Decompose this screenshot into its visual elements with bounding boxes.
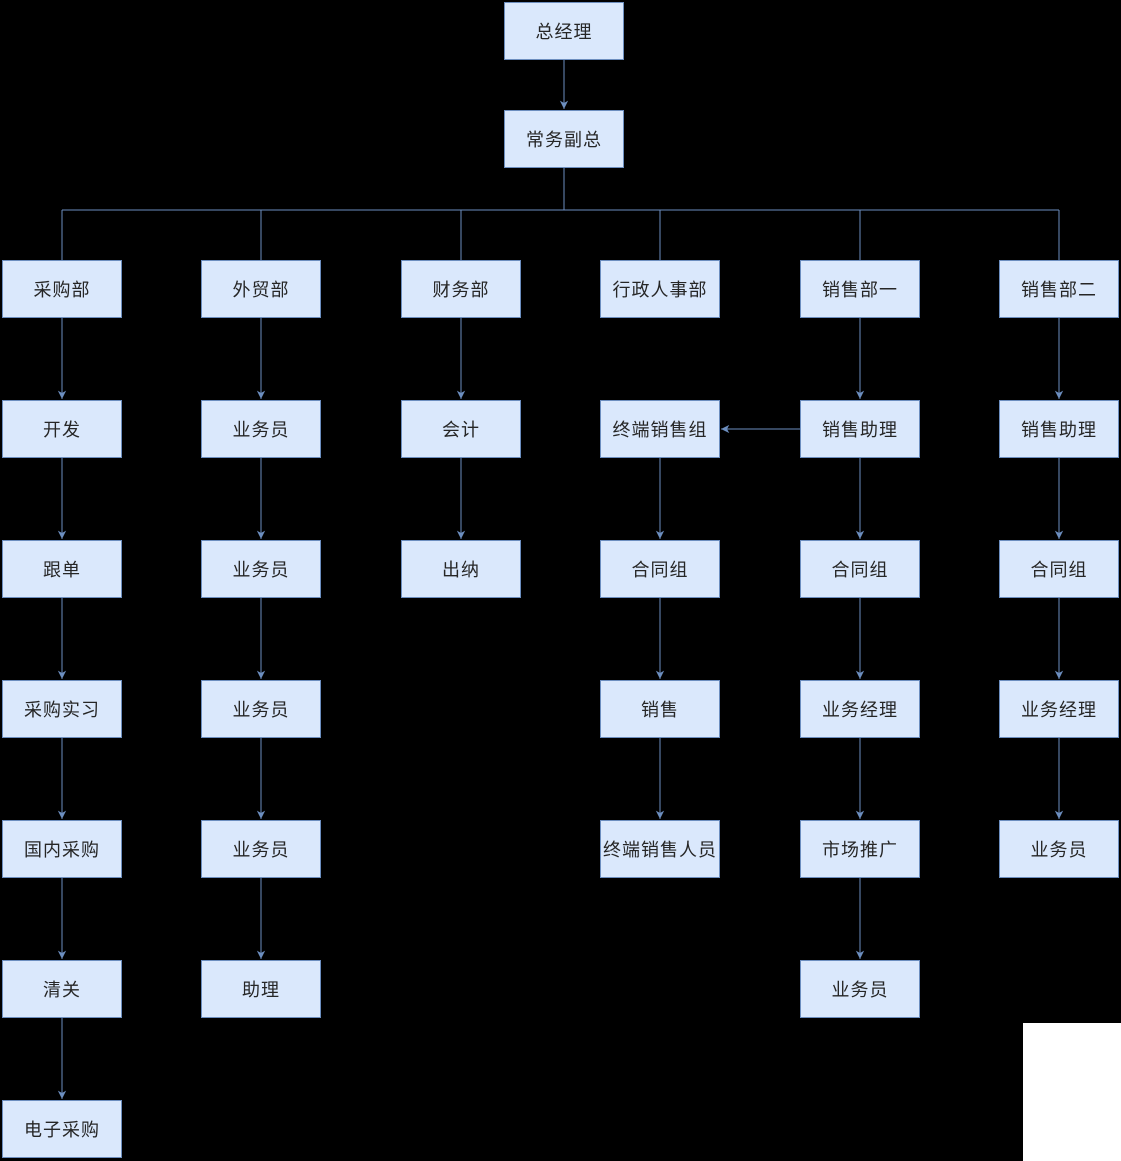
node-label: 销售助理 (1021, 420, 1097, 440)
node-ywjl5: 业务经理 (800, 680, 920, 738)
node-zjl: 总经理 (504, 2, 624, 60)
node-cgb: 采购部 (2, 260, 122, 318)
node-label: 业务员 (232, 700, 290, 720)
node-label: 终端销售组 (612, 420, 708, 440)
node-xsb2: 销售部二 (999, 260, 1119, 318)
node-label: 业务员 (831, 980, 889, 1000)
node-zl: 助理 (201, 960, 321, 1018)
node-wmb: 外贸部 (201, 260, 321, 318)
node-cwfz: 常务副总 (504, 110, 624, 168)
node-kj: 会计 (401, 400, 521, 458)
node-label: 业务员 (232, 840, 290, 860)
node-label: 业务员 (232, 560, 290, 580)
tree-distributor-connector (61, 168, 1060, 260)
node-ywy22: 业务员 (201, 540, 321, 598)
node-label: 业务员 (1030, 840, 1088, 860)
node-ywy5: 业务员 (800, 960, 920, 1018)
node-label: 合同组 (1030, 560, 1088, 580)
node-ywjl6: 业务经理 (999, 680, 1119, 738)
node-zdxsry: 终端销售人员 (600, 820, 720, 878)
node-label: 跟单 (43, 560, 81, 580)
node-gncg: 国内采购 (2, 820, 122, 878)
node-xsb1: 销售部一 (800, 260, 920, 318)
node-label: 总经理 (535, 22, 593, 42)
node-gd: 跟单 (2, 540, 122, 598)
node-dzcg: 电子采购 (2, 1100, 122, 1158)
node-xzrsb: 行政人事部 (600, 260, 720, 318)
node-label: 清关 (43, 980, 81, 1000)
node-ywy24: 业务员 (201, 820, 321, 878)
node-htz6: 合同组 (999, 540, 1119, 598)
node-label: 合同组 (831, 560, 889, 580)
node-label: 业务经理 (822, 700, 898, 720)
node-label: 采购部 (33, 280, 91, 300)
node-label: 销售助理 (822, 420, 898, 440)
node-htz5: 合同组 (800, 540, 920, 598)
node-cgsx: 采购实习 (2, 680, 122, 738)
node-label: 会计 (442, 420, 480, 440)
node-xs: 销售 (600, 680, 720, 738)
node-label: 销售 (641, 700, 679, 720)
node-ywy21: 业务员 (201, 400, 321, 458)
node-label: 终端销售人员 (603, 840, 717, 860)
node-label: 市场推广 (822, 840, 898, 860)
node-xszl5: 销售助理 (800, 400, 920, 458)
node-label: 出纳 (442, 560, 480, 580)
node-label: 助理 (242, 980, 280, 1000)
node-label: 国内采购 (24, 840, 100, 860)
node-kf: 开发 (2, 400, 122, 458)
node-label: 业务员 (232, 420, 290, 440)
background-corner-patch (1023, 1023, 1121, 1161)
node-xszl6: 销售助理 (999, 400, 1119, 458)
node-sctg: 市场推广 (800, 820, 920, 878)
node-label: 常务副总 (526, 130, 602, 150)
node-htz4: 合同组 (600, 540, 720, 598)
node-label: 销售部一 (822, 280, 898, 300)
node-label: 采购实习 (24, 700, 100, 720)
node-zdxsz: 终端销售组 (600, 400, 720, 458)
node-label: 外贸部 (232, 280, 290, 300)
node-label: 电子采购 (24, 1120, 100, 1140)
node-ywy6: 业务员 (999, 820, 1119, 878)
node-label: 财务部 (432, 280, 490, 300)
node-qg: 清关 (2, 960, 122, 1018)
node-cwb: 财务部 (401, 260, 521, 318)
node-label: 业务经理 (1021, 700, 1097, 720)
node-label: 合同组 (631, 560, 689, 580)
node-ywy23: 业务员 (201, 680, 321, 738)
node-label: 行政人事部 (612, 280, 708, 300)
node-cn: 出纳 (401, 540, 521, 598)
node-label: 开发 (43, 420, 81, 440)
node-label: 销售部二 (1021, 280, 1097, 300)
